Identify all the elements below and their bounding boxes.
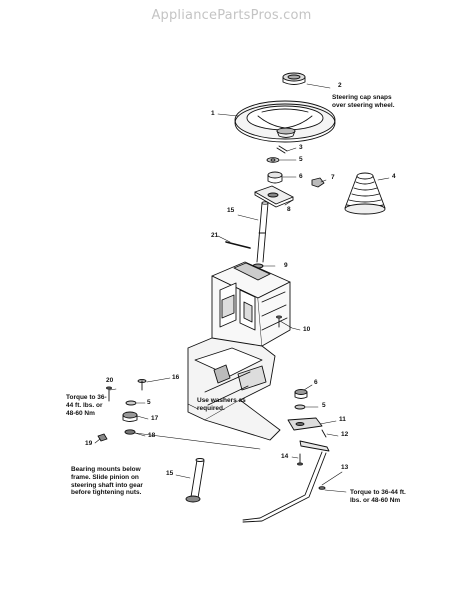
hex-nut[interactable] [311, 177, 325, 188]
callout-5-right: 5 [322, 402, 326, 409]
note-torque-left: Torque to 36-44 ft. lbs. or 48-60 Nm [66, 394, 107, 417]
callout-14: 14 [281, 453, 289, 460]
callout-16: 16 [172, 374, 180, 381]
callout-8: 8 [287, 206, 291, 213]
bushing-right[interactable] [294, 389, 308, 399]
dash-plate[interactable] [254, 185, 294, 208]
callout-10: 10 [303, 326, 311, 333]
callout-21: 21 [211, 232, 219, 239]
roll-pin[interactable] [276, 145, 288, 154]
steering-shaft[interactable] [256, 201, 269, 263]
callout-5-left: 5 [147, 399, 151, 406]
watermark: AppliancePartsPros.com [151, 8, 312, 23]
callout-11: 11 [339, 416, 346, 423]
leader-lines [94, 83, 390, 493]
callout-18: 18 [148, 432, 156, 439]
callout-17: 17 [151, 415, 159, 422]
callout-6-right: 6 [314, 379, 318, 386]
callout-7: 7 [331, 174, 335, 181]
note-washers: Use washers as required. [197, 397, 246, 412]
pinion-bearing[interactable] [122, 411, 138, 422]
bolt-16[interactable] [137, 378, 147, 391]
callout-2: 2 [338, 82, 342, 89]
bolt-20[interactable] [106, 386, 112, 402]
upper-washer[interactable] [266, 157, 280, 163]
callout-6-upper: 6 [299, 173, 303, 180]
callout-1: 1 [211, 110, 215, 117]
bearing-flange[interactable] [124, 429, 136, 435]
callout-3: 3 [299, 144, 303, 151]
callout-5-upper: 5 [299, 156, 303, 163]
washer-left[interactable] [125, 400, 137, 406]
callout-20: 20 [106, 377, 114, 384]
callout-12: 12 [341, 431, 349, 438]
callout-9: 9 [284, 262, 288, 269]
lower-steering-shaft[interactable] [185, 458, 205, 503]
note-torque-right: Torque to 36-44 ft. lbs. or 48-60 Nm [350, 489, 406, 504]
callout-15-upper: 15 [227, 207, 235, 214]
bolt-10[interactable] [276, 315, 282, 328]
steering-boot[interactable] [344, 172, 386, 215]
upper-bushing[interactable] [267, 171, 283, 184]
bolt-12[interactable] [321, 429, 327, 438]
steering-cap[interactable] [282, 72, 306, 85]
chassis-frame[interactable] [187, 337, 281, 441]
callout-19: 19 [85, 440, 93, 447]
callout-4: 4 [392, 173, 396, 180]
sector-gear[interactable] [287, 417, 323, 431]
nut-19[interactable] [97, 433, 108, 442]
washer-right[interactable] [294, 404, 306, 410]
note-steering-cap: Steering cap snaps over steering wheel. [332, 94, 395, 109]
callout-13: 13 [341, 464, 349, 471]
drag-link[interactable] [242, 440, 330, 523]
steering-wheel[interactable] [234, 100, 336, 143]
nut-14[interactable] [297, 453, 303, 466]
callout-15-lower: 15 [166, 470, 174, 477]
cross-pin[interactable] [225, 241, 251, 249]
note-bearing: Bearing mounts below frame. Slide pinion… [71, 466, 143, 497]
